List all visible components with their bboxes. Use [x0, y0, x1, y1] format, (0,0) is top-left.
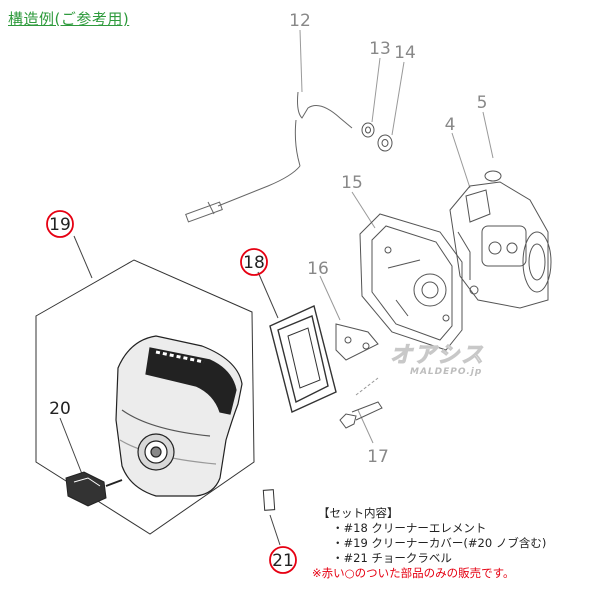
part-20-knob [65, 471, 123, 507]
highlight-circle-21 [269, 546, 297, 574]
leader-line-4 [451, 132, 471, 189]
callout-16: 16 [307, 259, 329, 279]
part-21-choke-label [262, 489, 276, 511]
callout-19: 19 [49, 215, 71, 235]
part-13-washer [361, 122, 375, 138]
watermark-site: MALDEPO.jp [410, 367, 483, 377]
leader-line-5 [482, 111, 494, 159]
leader-line-21 [269, 514, 281, 546]
callout-12: 12 [289, 11, 311, 31]
callout-21: 21 [272, 551, 294, 571]
part-19-cleaner-cover [115, 335, 243, 497]
leader-line-19 [73, 235, 93, 279]
part-12-choke-cable [185, 91, 353, 223]
part-15-cleaner-base [359, 213, 463, 351]
part-19-set-box [35, 259, 255, 535]
diagram-title: 構造例(ご参考用) [8, 10, 130, 28]
sales-note: ※赤い○のついた部品のみの販売です。 [312, 566, 515, 580]
callout-18: 18 [243, 253, 265, 273]
leader-line-12 [299, 29, 303, 93]
callout-17: 17 [367, 447, 389, 467]
leader-line-20 [59, 417, 83, 475]
leader-line-17 [357, 409, 374, 444]
part-16-gasket [335, 323, 379, 361]
part-17-bolt [339, 377, 383, 429]
watermark-brand: オアシス [389, 343, 486, 369]
set-item-18: ・#18 クリーナーエレメント [332, 521, 487, 535]
callout-13: 13 [369, 39, 391, 59]
part-5-clip [484, 170, 502, 182]
leader-line-15 [351, 191, 376, 229]
callout-20: 20 [49, 399, 71, 419]
part-18-cleaner-element [269, 305, 337, 413]
set-contents-heading: 【セット内容】 [318, 506, 399, 520]
set-contents-box: 【セット内容】 ・#18 クリーナーエレメント ・#19 クリーナーカバー(#2… [312, 506, 547, 581]
highlight-circle-18 [240, 248, 268, 276]
callout-14: 14 [394, 43, 416, 63]
leader-line-14 [391, 61, 405, 136]
callout-5: 5 [477, 93, 488, 113]
leader-line-16 [319, 275, 341, 321]
carburetor [449, 181, 552, 309]
set-item-19: ・#19 クリーナーカバー(#20 ノブ含む) [332, 536, 547, 550]
highlight-circle-19 [46, 210, 74, 238]
set-item-21: ・#21 チョークラベル [332, 551, 452, 565]
callout-15: 15 [341, 173, 363, 193]
watermark: オアシス MALDEPO.jp [389, 337, 540, 389]
part-14-nut [377, 134, 393, 152]
leader-line-18 [257, 271, 279, 319]
callout-4: 4 [445, 115, 456, 135]
leader-line-13 [371, 57, 381, 123]
